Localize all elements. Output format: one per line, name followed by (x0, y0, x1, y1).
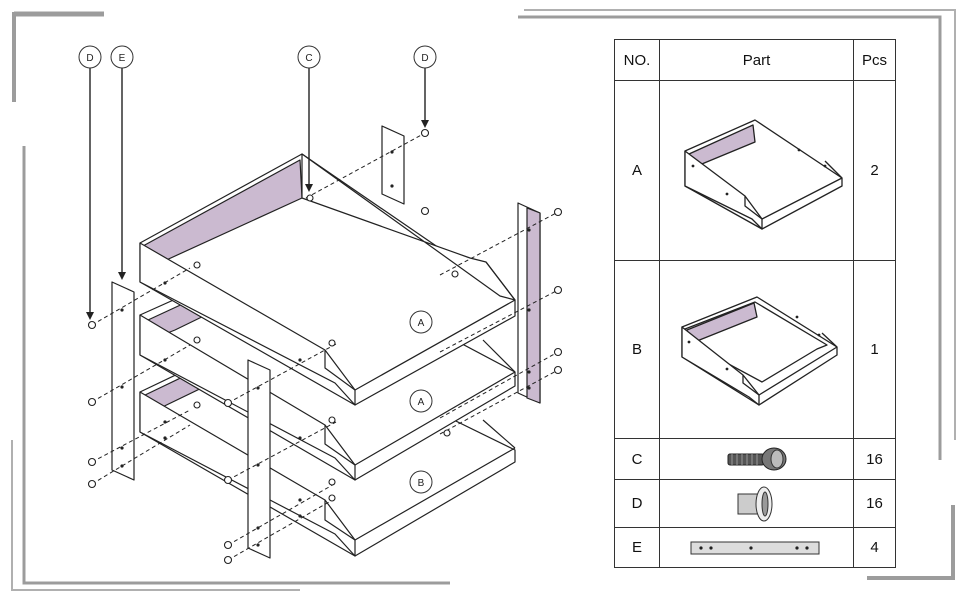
row-no: E (614, 527, 660, 568)
row-no: D (614, 479, 660, 528)
table-header-row: NO. Part Pcs (614, 39, 896, 81)
table-row: B 1 (614, 260, 896, 439)
side-panel-front (247, 359, 271, 559)
row-pcs: 4 (853, 527, 896, 568)
side-panel-left-front (111, 281, 135, 481)
row-no: C (614, 438, 660, 480)
callout-tray-top: A (418, 318, 425, 329)
header-part: Part (659, 39, 854, 81)
side-panel-back (381, 125, 405, 205)
parts-table: NO. Part Pcs A 2 B (614, 39, 896, 568)
row-pcs: 1 (853, 260, 896, 439)
row-pcs: 16 (853, 438, 896, 480)
table-row: D 16 (614, 479, 896, 528)
callout-d-top: D (421, 53, 428, 64)
row-pcs: 2 (853, 80, 896, 261)
side-bar-icon (659, 527, 854, 568)
screw-icon (659, 438, 854, 480)
table-row: E 4 (614, 527, 896, 568)
callout-tray-bottom: B (418, 478, 425, 489)
tray-a-icon (659, 80, 854, 261)
row-no: A (614, 80, 660, 261)
row-no: B (614, 260, 660, 439)
header-pcs: Pcs (853, 39, 896, 81)
header-no: NO. (614, 39, 660, 81)
table-row: A 2 (614, 80, 896, 261)
callout-e-left: E (119, 53, 126, 64)
barrel-nut-icon (659, 479, 854, 528)
row-pcs: 16 (853, 479, 896, 528)
callout-tray-mid: A (418, 397, 425, 408)
callout-c-top: C (305, 53, 312, 64)
tray-b-icon (659, 260, 854, 439)
callout-d-left: D (86, 53, 93, 64)
table-row: C 16 (614, 438, 896, 480)
assembly-diagram: D E C D A A B (78, 45, 563, 565)
